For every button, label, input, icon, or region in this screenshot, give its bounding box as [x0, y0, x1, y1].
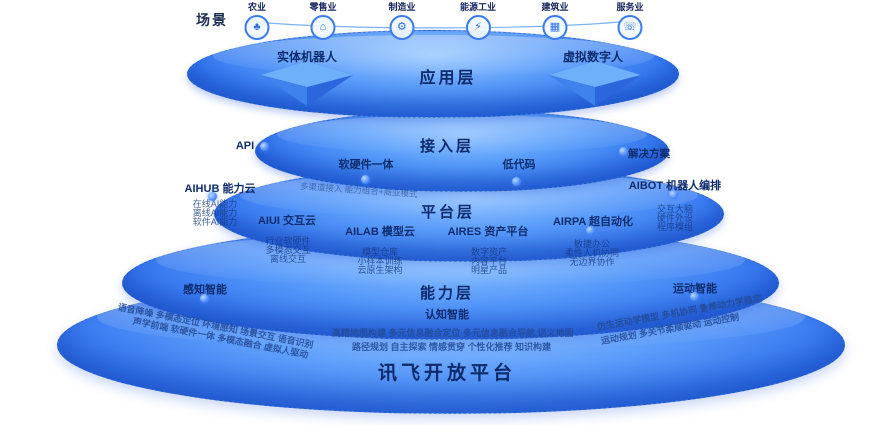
capability-layer-label: 能力层 — [419, 285, 475, 302]
industry-label: 服务业 — [616, 2, 644, 12]
connector-dot — [512, 177, 521, 186]
robot-pyramid-icon — [261, 61, 353, 106]
feature-item: 模型仓库 — [361, 247, 399, 257]
cognition-features-row1: 高精地图构建 多元信息融合定位 多元信息融合导航 语义地图 — [332, 328, 574, 338]
feature-item: 程序模组 — [656, 222, 694, 233]
aibot-features: 交互大脑 硬件外设 程序模组 — [656, 204, 694, 233]
industry-connector-line — [256, 20, 631, 29]
industry-label: 零售业 — [309, 2, 337, 12]
cognition-features-row2: 路径规划 自主探索 情感贯穿 个性化推荐 知识构建 — [352, 342, 552, 352]
feature-item: 数字资产 — [470, 247, 508, 257]
access-layer-disk — [255, 110, 669, 192]
connector-dot — [619, 147, 628, 156]
aires-features: 数字资产 内容平台 明星产品 — [470, 247, 508, 276]
scene-row-label: 场景 — [196, 12, 228, 28]
aibot-orchestration-label: AIBOT 机器人编排 — [628, 180, 722, 192]
aihub-features: 在线AI能力 离线AI能力 软件AI能力 — [192, 199, 238, 228]
feature-item: 行业软硬件 — [265, 236, 311, 246]
industry-item-energy: 能源工业 ⚡ — [460, 0, 496, 40]
connector-dot — [669, 190, 678, 199]
feature-item: 无边界协作 — [569, 257, 615, 268]
feature-item: 在线AI能力 — [192, 199, 238, 209]
connector-dot — [260, 142, 269, 151]
construction-icon: ▦ — [542, 15, 568, 40]
connector-dot — [208, 192, 217, 201]
ailab-model-cloud-label: AILAB 模型云 — [345, 226, 415, 238]
low-code-label: 低代码 — [502, 159, 536, 171]
feature-item: 软件AI能力 — [192, 217, 238, 228]
aihub-cloud-label: AIHUB 能力云 — [184, 183, 256, 195]
industry-item-construction: 建筑业 ▦ — [541, 0, 569, 40]
open-platform-label: 讯飞开放平台 — [377, 363, 517, 384]
platform-layer-label: 平台层 — [420, 204, 476, 221]
connector-dot — [361, 175, 370, 184]
feature-item: 敏捷办公 — [573, 239, 611, 249]
connector-dot — [586, 226, 595, 235]
energy-icon: ⚡ — [465, 15, 491, 40]
application-layer-label: 应用层 — [419, 70, 477, 87]
industry-item-services: 服务业 ☏ — [616, 0, 644, 40]
airpa-features: 敏捷办公 柔性人机协同 无边界协作 — [564, 239, 620, 268]
industry-label: 制造业 — [388, 2, 416, 12]
aires-asset-platform-label: AIRES 资产平台 — [447, 226, 529, 238]
feature-item: 多模态交互 — [265, 245, 311, 256]
feature-item: 离线交互 — [269, 254, 307, 265]
industry-label: 能源工业 — [459, 2, 497, 12]
cognitive-intelligence-label: 认知智能 — [425, 309, 469, 321]
industry-item-retail: 零售业 ⌂ — [309, 0, 337, 40]
manufacturing-icon: ⚙ — [389, 15, 415, 40]
services-icon: ☏ — [617, 15, 643, 40]
feature-item: 小样本训练 — [357, 256, 403, 267]
hw-sw-integration-label: 软硬件一体 — [338, 159, 394, 171]
access-layer-label: 接入层 — [419, 138, 475, 155]
feature-item: 云原生架构 — [357, 265, 403, 276]
industry-label: 建筑业 — [541, 2, 569, 12]
virtual-human-label: 虚拟数字人 — [562, 50, 624, 64]
agriculture-icon: ♣ — [244, 15, 270, 40]
aiui-cloud-label: AIUI 交互云 — [257, 215, 317, 227]
api-label: API — [235, 140, 255, 152]
industry-item-agriculture: 农业 ♣ — [244, 0, 270, 40]
motion-intelligence-label: 运动智能 — [673, 283, 717, 295]
feature-item: 离线AI能力 — [192, 208, 238, 219]
airpa-hyperautomation-label: AIRPA 超自动化 — [552, 216, 634, 228]
feature-item: 柔性人机协同 — [564, 248, 620, 259]
retail-icon: ⌂ — [310, 15, 336, 40]
feature-item: 硬件外设 — [656, 213, 694, 224]
connector-dot — [200, 294, 209, 303]
feature-item: 内容平台 — [470, 256, 508, 267]
aiui-features: 行业软硬件 多模态交互 离线交互 — [265, 236, 311, 265]
ailab-features: 模型仓库 小样本训练 云原生架构 — [357, 247, 403, 276]
connector-dot — [690, 292, 699, 301]
physical-robot-label: 实体机器人 — [276, 50, 338, 64]
digital-human-pyramid-icon — [549, 61, 641, 106]
industry-item-manufacturing: 制造业 ⚙ — [388, 0, 416, 40]
industry-label: 农业 — [247, 2, 266, 12]
feature-item: 明星产品 — [470, 265, 508, 276]
feature-item: 交互大脑 — [656, 204, 694, 214]
solution-label: 解决方案 — [628, 148, 670, 160]
perception-intelligence-label: 感知智能 — [183, 284, 227, 296]
